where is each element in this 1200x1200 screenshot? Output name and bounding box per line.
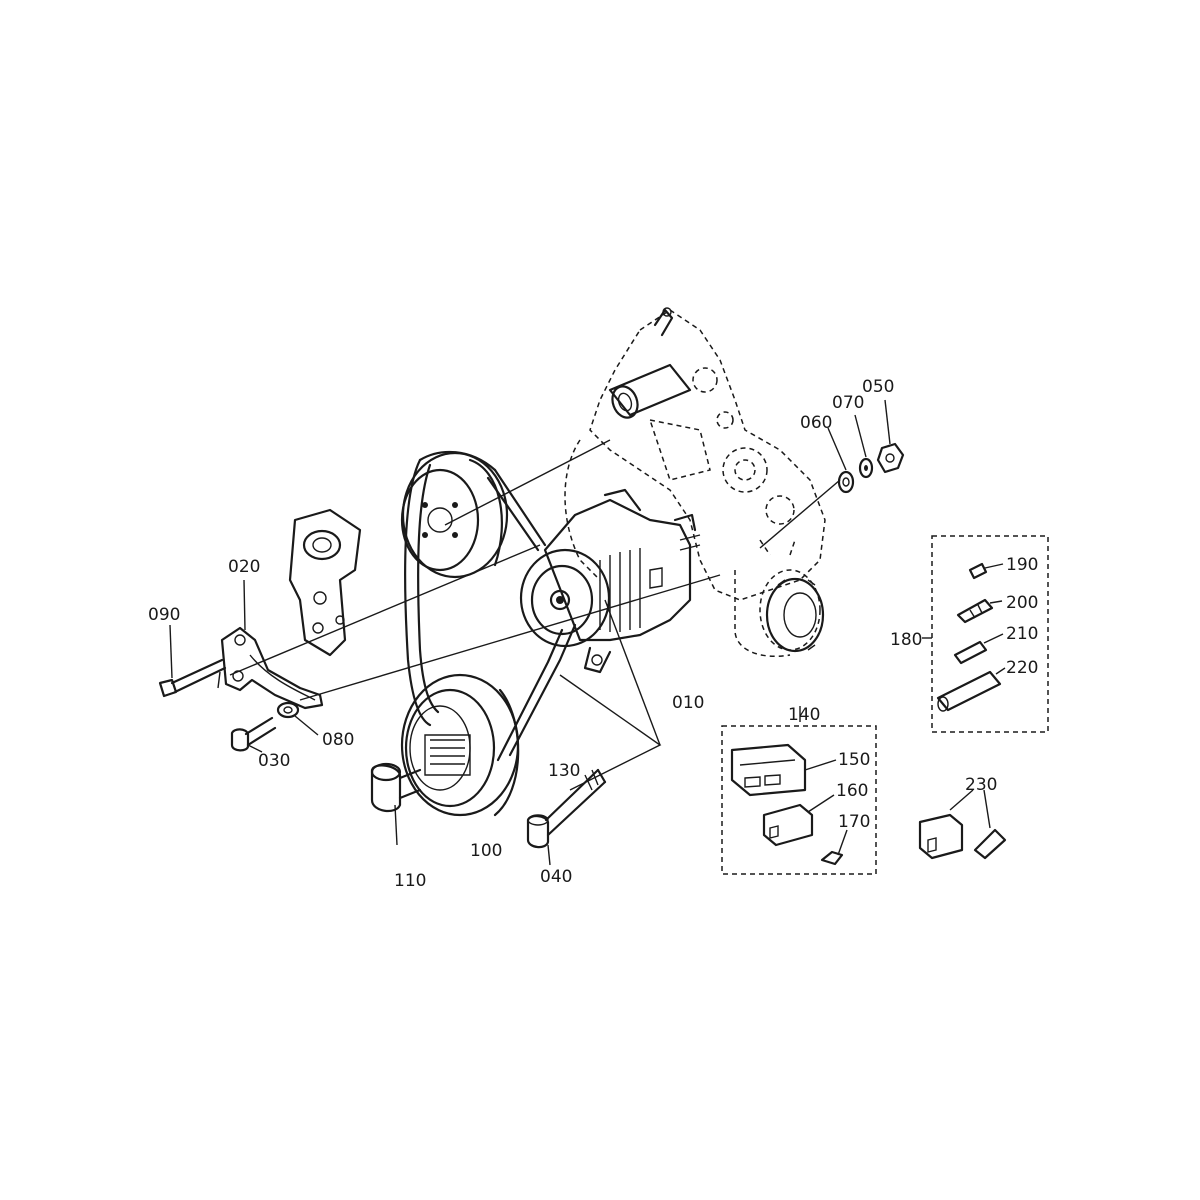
connector-housing-160 [762,794,835,847]
bolt-030 [230,716,277,753]
long-bolt [526,768,607,866]
engine-block-outline [564,307,826,657]
alternator [519,488,701,674]
label-110: 110 [394,871,426,891]
alternator-bracket [217,579,324,710]
label-230: 230 [965,775,997,795]
label-030: 030 [258,751,290,771]
pulley-bolt [370,762,422,846]
label-190: 190 [1006,555,1038,575]
washer-060 [827,427,855,494]
label-010: 010 [672,693,704,713]
label-170: 170 [838,812,870,832]
label-180: 180 [890,630,922,650]
terminal-kit-box [922,535,1049,733]
connector-housing-150 [730,743,837,797]
connector-230 [918,789,1007,860]
crankshaft-pulley [400,673,520,817]
oil-filter [734,569,825,657]
label-020: 020 [228,557,260,577]
v-belt [404,450,577,762]
label-040: 040 [540,867,572,887]
label-080: 080 [322,730,354,750]
label-070: 070 [832,393,864,413]
washer-070 [854,414,874,479]
nut-050 [876,399,905,474]
engine-mount-bracket [288,508,362,657]
label-060: 060 [800,413,832,433]
terminal-190 [968,562,1004,580]
terminal-210 [953,633,1004,665]
label-090: 090 [148,605,180,625]
terminal-200 [956,598,1003,624]
label-140: 140 [788,705,820,725]
part-number-labels: 010 020 030 040 050 060 070 080 090 100 … [148,377,1038,891]
label-150: 150 [838,750,870,770]
terminal-sleeve-220 [936,667,1006,712]
washer-080 [276,701,319,736]
label-100: 100 [470,841,502,861]
bolt-090 [158,624,227,698]
terminal-170 [820,829,848,866]
label-200: 200 [1006,593,1038,613]
label-050: 050 [862,377,894,397]
label-130: 130 [548,761,580,781]
label-220: 220 [1006,658,1038,678]
water-outlet-pipe [608,307,692,419]
label-210: 210 [1006,624,1038,644]
label-160: 160 [836,781,868,801]
connector-kit-box [721,706,877,875]
